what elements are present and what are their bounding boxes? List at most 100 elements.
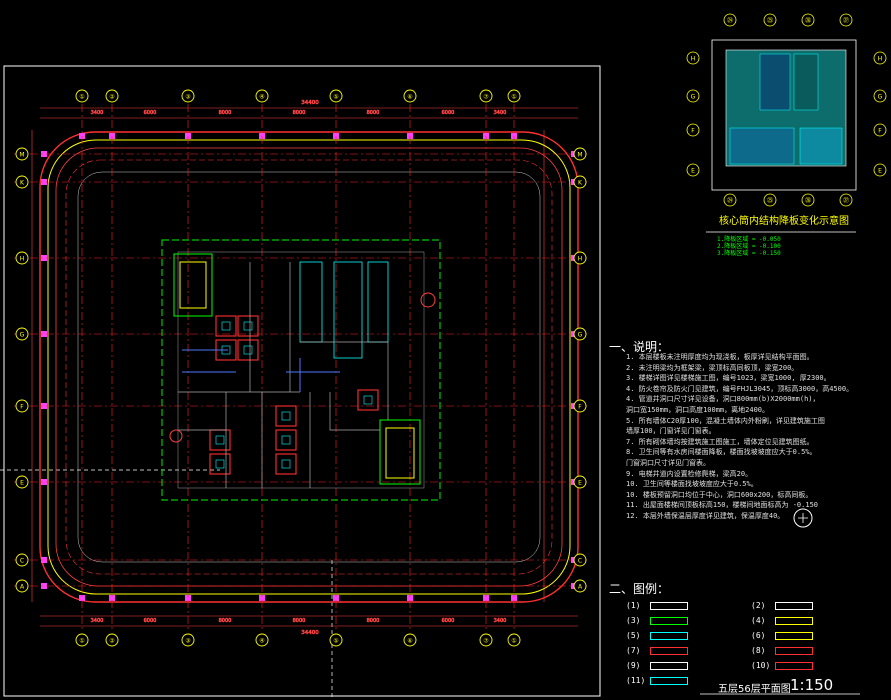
- grid-label-col: ①: [79, 638, 84, 645]
- legend-num: (1): [626, 601, 641, 610]
- grid-label-row: G: [20, 332, 25, 339]
- note-line: 9. 电梯井道内设置检修爬梯，梁高20。: [626, 469, 753, 478]
- grid-bubble-row: [15, 399, 29, 413]
- grid-label-row: A: [20, 584, 25, 591]
- grid-bubble-row: [573, 553, 587, 567]
- note-line: 1. 本层楼板未注明厚度均为现浇板，板厚详见结构平面图。: [626, 353, 814, 361]
- note-line: 5. 所有墙体C20厚100，混凝土墙体内外粉刷，详见建筑施工图: [626, 416, 825, 425]
- core-legend-2: 2.降板区域 = -0.100: [717, 243, 781, 250]
- grid-bubble-col: [255, 633, 269, 647]
- legend-num: (5): [626, 631, 641, 640]
- grid-label-row: G: [578, 332, 583, 339]
- notes-list: 1. 本层楼板未注明厚度均为现浇板，板厚详见结构平面图。2. 未注明梁均为框架梁…: [626, 352, 866, 522]
- elevator-room: [237, 339, 259, 361]
- legend-symbol-icon: [650, 676, 688, 685]
- elevator-car: [363, 395, 373, 405]
- legend-symbol-icon: [775, 616, 813, 625]
- shaft-b: [333, 261, 363, 359]
- north-arrow-cross: [798, 513, 808, 523]
- column: [41, 557, 47, 563]
- grid-bubble-row: [573, 175, 587, 189]
- core-diagram-col-label: ㉖: [805, 17, 811, 25]
- grid-bubble-row: [573, 399, 587, 413]
- grid-bubble-row: [573, 327, 587, 341]
- legend-row: (11): [626, 673, 876, 688]
- grid-label-row: C: [20, 558, 24, 565]
- dim-text: 3400: [494, 110, 507, 116]
- outer-wall: [39, 131, 579, 603]
- drawing-frame: [3, 65, 601, 697]
- stair-1: [179, 261, 207, 309]
- column: [333, 595, 339, 601]
- beam-line: [65, 159, 553, 575]
- elevator-room: [237, 315, 259, 337]
- grid-label-col: ④: [259, 638, 264, 645]
- note-line: 墙厚100，门窗详见门窗表。: [626, 427, 716, 436]
- note-line: 3. 楼梯详图详见楼梯施工图，编号1023，梁宽1000, 厚2300。: [626, 374, 831, 383]
- core-diagram-col-label: ㉗: [843, 17, 849, 25]
- grid-label-col: ②: [109, 638, 115, 645]
- column: [41, 255, 47, 261]
- note-line: 12. 本层外墙保温层厚度详见建筑，保温厚度40。: [626, 511, 785, 520]
- elevator-car: [281, 435, 291, 445]
- grid-label-col: ⑤: [333, 638, 338, 645]
- grid-bubble-col: [329, 89, 343, 103]
- dim-text: 3400: [91, 618, 104, 624]
- grid-bubble-col: [181, 633, 195, 647]
- legend-item: (11): [626, 676, 751, 685]
- core-diagram-bubble-row: [873, 51, 887, 65]
- elevator-car: [215, 435, 225, 445]
- elevator-car: [281, 459, 291, 469]
- column: [41, 479, 47, 485]
- grid-bubble-col: [479, 633, 493, 647]
- grid-bubble-row: [15, 579, 29, 593]
- core-diagram-bubble-row: [686, 89, 700, 103]
- core-diagram-bubble-col: [723, 13, 737, 27]
- core-diagram-bubble-row: [686, 123, 700, 137]
- grid-label-row: C: [578, 558, 582, 565]
- column: [483, 595, 489, 601]
- column: [185, 595, 191, 601]
- core-diagram-col-label: ㉕: [767, 197, 773, 205]
- legend-num: (6): [751, 631, 766, 640]
- legend-row: (3)(4): [626, 613, 876, 628]
- sheet-title: 五层56层平面图: [718, 684, 791, 695]
- core-diagram-bubble-col: [723, 193, 737, 207]
- note-line: 10. 卫生间等楼面找坡坡度应大于0.5%。: [626, 480, 758, 489]
- note-line: 4. 防火卷帘及防火门见建筑，编号FHJL3045，顶标高3000，高4500。: [626, 384, 854, 393]
- grid-label-col: ②: [109, 94, 115, 101]
- elevator-car: [221, 321, 231, 331]
- legend-num: (9): [626, 661, 641, 670]
- note-line: 8. 卫生间等有水房间楼面降板，楼面找坡坡度应大于0.5%。: [626, 448, 817, 457]
- legend-row: (5) (6): [626, 628, 876, 643]
- note-line: 门窗洞口尺寸详见门窗表。: [626, 458, 710, 467]
- legend-item: (4): [751, 616, 876, 625]
- grid-label-row: E: [578, 480, 582, 487]
- core-diagram-bubble-row: [686, 51, 700, 65]
- column: [41, 403, 47, 409]
- core-diagram-col-label: ㉖: [805, 197, 811, 205]
- legend-num: (8): [751, 646, 766, 655]
- core-diagram-col-label: ㉗: [843, 197, 849, 205]
- grid-bubble-col: [255, 89, 269, 103]
- legend-num: (2): [751, 601, 766, 610]
- note-line: 11. 出屋面楼梯间顶板标高150，楼梯间地面标高为 -0.150: [626, 501, 819, 510]
- core-diagram-bubble-row: [686, 163, 700, 177]
- legend-num: (7): [626, 646, 641, 655]
- core-diagram-row-label: G: [691, 94, 696, 101]
- stair-1-outline: [173, 253, 213, 317]
- dim-text: 8000: [367, 618, 380, 624]
- core-outline: [161, 239, 441, 501]
- grid-bubble-col: [181, 89, 195, 103]
- legend-num: (10): [751, 661, 771, 670]
- legend-num: (4): [751, 616, 766, 625]
- core-diagram-frame: [711, 39, 857, 191]
- column: [41, 179, 47, 185]
- legend-item: (9): [626, 661, 751, 670]
- legend-symbol-icon: [650, 646, 688, 655]
- legend-table: (1) (2) (3)(4) (5) (6) (7) (8) (9) (10)(11): [626, 598, 876, 688]
- legend-symbol-icon: [775, 631, 813, 640]
- dim-text: 3400: [494, 618, 507, 624]
- dim-text: 3400: [91, 110, 104, 116]
